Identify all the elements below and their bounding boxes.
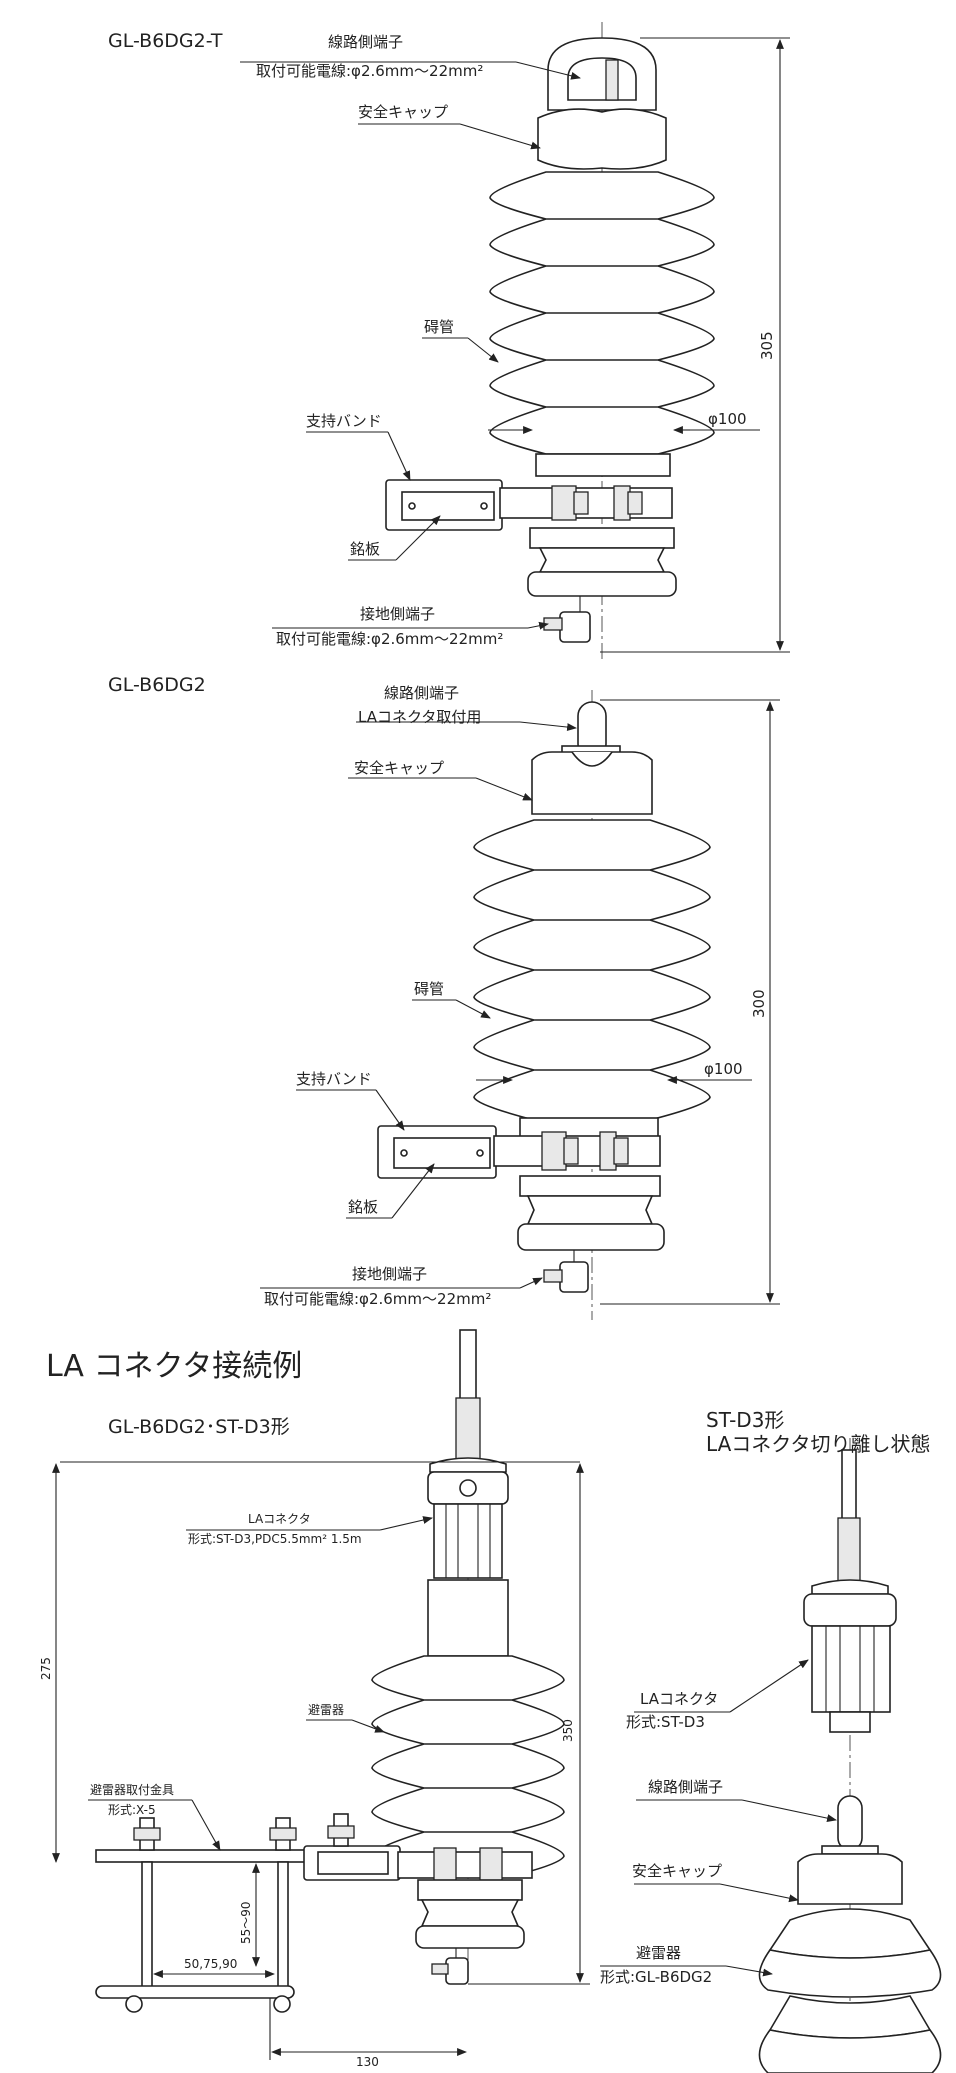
arrester-label-d: 避雷器 bbox=[636, 1944, 682, 1962]
shed-outline bbox=[489, 171, 715, 455]
la-connector-type-label-c: 形式:ST-D3,PDC5.5mm² 1.5m bbox=[188, 1532, 362, 1546]
safety-cap-label-b: 安全キャップ bbox=[354, 759, 445, 777]
safety-cap-label-a: 安全キャップ bbox=[358, 103, 449, 121]
porcelain-sheds-top bbox=[489, 171, 715, 455]
line-wire-label-a: 取付可能電線:φ2.6mm～22mm² bbox=[256, 62, 484, 80]
line-terminal-label-b: 線路側端子 bbox=[384, 684, 460, 702]
support-band-label-b: 支持バンド bbox=[296, 1070, 372, 1088]
la-connector-type-label-d: 形式:ST-D3 bbox=[626, 1713, 705, 1731]
arrester-type-label-d: 形式:GL-B6DG2 bbox=[600, 1968, 713, 1986]
model-title-c: GL-B6DG2･ST-D3形 bbox=[108, 1416, 290, 1438]
porcelain-label-a: 碍管 bbox=[424, 318, 455, 336]
support-band-label-a: 支持バンド bbox=[306, 412, 382, 430]
model-title-a: GL-B6DG2-T bbox=[108, 30, 223, 52]
shed-outline bbox=[371, 1655, 565, 1877]
disconnected-title-line1: ST-D3形 bbox=[706, 1408, 785, 1432]
arrester-drawing-top bbox=[240, 22, 790, 660]
porcelain-sheds-bottom bbox=[371, 1655, 565, 1877]
diameter-dimension-a: φ100 bbox=[708, 410, 747, 428]
ground-terminal-label-b: 接地側端子 bbox=[352, 1265, 428, 1283]
height-dimension-b: 300 bbox=[750, 989, 768, 1018]
ground-wire-label-a: 取付可能電線:φ2.6mm～22mm² bbox=[276, 630, 504, 648]
porcelain-label-b: 碍管 bbox=[414, 980, 445, 998]
safety-cap-label-d: 安全キャップ bbox=[632, 1862, 723, 1880]
nameplate-label-a: 銘板 bbox=[350, 540, 381, 558]
dimension-130: 130 bbox=[356, 2055, 379, 2069]
line-terminal-label-a: 線路側端子 bbox=[328, 33, 404, 51]
la-connector-label-d: LAコネクタ bbox=[640, 1690, 719, 1708]
height-dimension-a: 305 bbox=[758, 331, 776, 360]
shed-outline bbox=[473, 819, 711, 1121]
dimension-350: 350 bbox=[561, 1719, 575, 1742]
porcelain-sheds-middle bbox=[473, 819, 711, 1121]
ground-terminal-label-a: 接地側端子 bbox=[360, 605, 436, 623]
dimension-55-90: 55～90 bbox=[239, 1901, 253, 1944]
dimension-50-75-90: 50,75,90 bbox=[184, 1957, 238, 1971]
arrester-drawing-middle bbox=[260, 690, 780, 1320]
la-connector-section-heading: LA コネクタ接続例 bbox=[46, 1349, 303, 1384]
la-connector-disconnected-drawing bbox=[600, 1438, 942, 2073]
disconnected-title-line2: LAコネクタ切り離し状態 bbox=[706, 1432, 931, 1456]
la-connector-example-drawing bbox=[52, 1329, 590, 2060]
bracket-type-label-c: 形式:X-5 bbox=[108, 1803, 156, 1817]
model-title-b: GL-B6DG2 bbox=[108, 674, 206, 696]
dimension-275: 275 bbox=[39, 1657, 53, 1680]
line-note-label-b: LAコネクタ取付用 bbox=[358, 708, 482, 726]
line-terminal-label-d: 線路側端子 bbox=[648, 1778, 724, 1796]
nameplate-label-b: 銘板 bbox=[348, 1198, 379, 1216]
bracket-label-c: 避雷器取付金具 bbox=[90, 1783, 175, 1797]
ground-wire-label-b: 取付可能電線:φ2.6mm～22mm² bbox=[264, 1290, 492, 1308]
arrester-label-c: 避雷器 bbox=[308, 1703, 345, 1717]
diameter-dimension-b: φ100 bbox=[704, 1060, 743, 1078]
la-connector-label-c: LAコネクタ bbox=[248, 1512, 311, 1526]
